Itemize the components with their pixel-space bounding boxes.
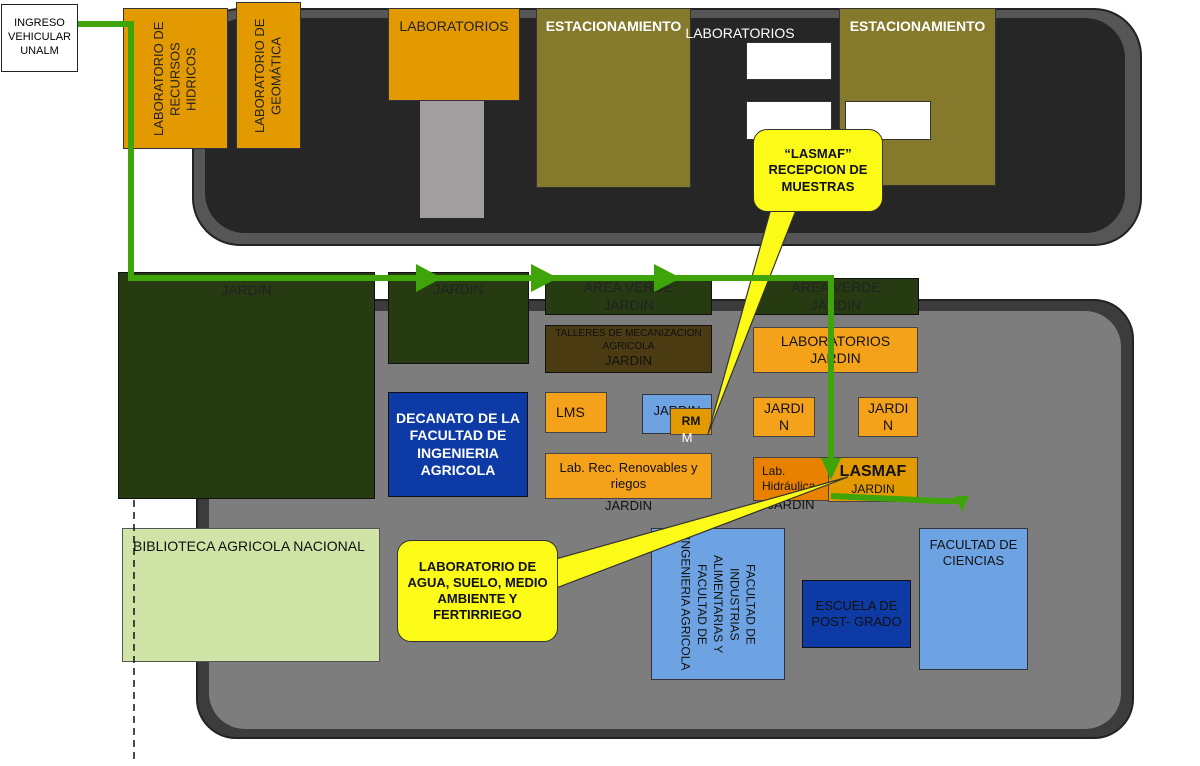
facultad-ciencias: FACULTAD DE CIENCIAS [919,528,1028,670]
route-arrows [416,264,969,512]
jardin-n-2: JARDI N [858,397,918,437]
vehicular-route [78,21,962,504]
callout-recepcion-muestras: “LASMAF” RECEPCION DE MUESTRAS [753,129,883,212]
jardin-n-1: JARDI N [753,397,815,437]
ingreso-vehicular-label: INGRESO VEHICULAR UNALM [1,4,78,72]
area-verde-2: AREA VERDE JARDIN [753,278,919,315]
route-arrow-1 [416,264,442,292]
lab-recursos-hidricos: LABORATORIO DE RECURSOS HIDRICOS [123,8,228,149]
jardin-mid: JARDIN [388,272,529,364]
recepcion-callout-pointer [707,204,799,435]
lab-corridor [420,100,484,218]
jardin-big: JARDIN [118,272,375,499]
decanato-ingenieria: DECANATO DE LA FACULTAD DE INGENIERIA AG… [388,392,528,497]
biblioteca-agricola: BIBLIOTECA AGRICOLA NACIONAL [122,528,380,662]
callout-laboratorio-agua: LABORATORIO DE AGUA, SUELO, MEDIO AMBIEN… [397,540,558,642]
route-arrow-2 [531,264,558,292]
escuela-posgrado: ESCUELA DE POST- GRADO [802,580,911,648]
lasmaf-building: LASMAF JARDIN [828,457,918,502]
laboratorio-callout-pointer [551,476,849,589]
estacionamiento-1: ESTACIONAMIENTO [536,8,691,188]
lms: LMS [545,392,607,433]
laboratorios-b: LABORATORIOS JARDIN [753,327,918,373]
lab-rec-renovables: Lab. Rec. Renovables y riegos JARDIN [545,453,712,513]
laboratorios-top-2-label: LABORATORIOS [685,25,795,42]
laboratorios-top-1: LABORATORIOS [388,8,520,101]
route-arrow-3 [654,264,681,292]
lab-geomatica: LABORATORIO DE GEOMÁTICA [236,2,301,149]
facultad-industrias: FACULTAD DE INDUSTRIAS ALIMENTARIAS Y FA… [651,528,785,680]
route-arrow-4 [821,458,841,480]
rm-sub-label: M [681,429,693,445]
lab-block-white-1 [746,42,832,80]
route-arrow-5 [955,496,969,512]
talleres-mecanizacion: TALLERES DE MECANIZACION AGRICOLA JARDIN [545,325,712,373]
rm-block: RM [670,408,712,435]
